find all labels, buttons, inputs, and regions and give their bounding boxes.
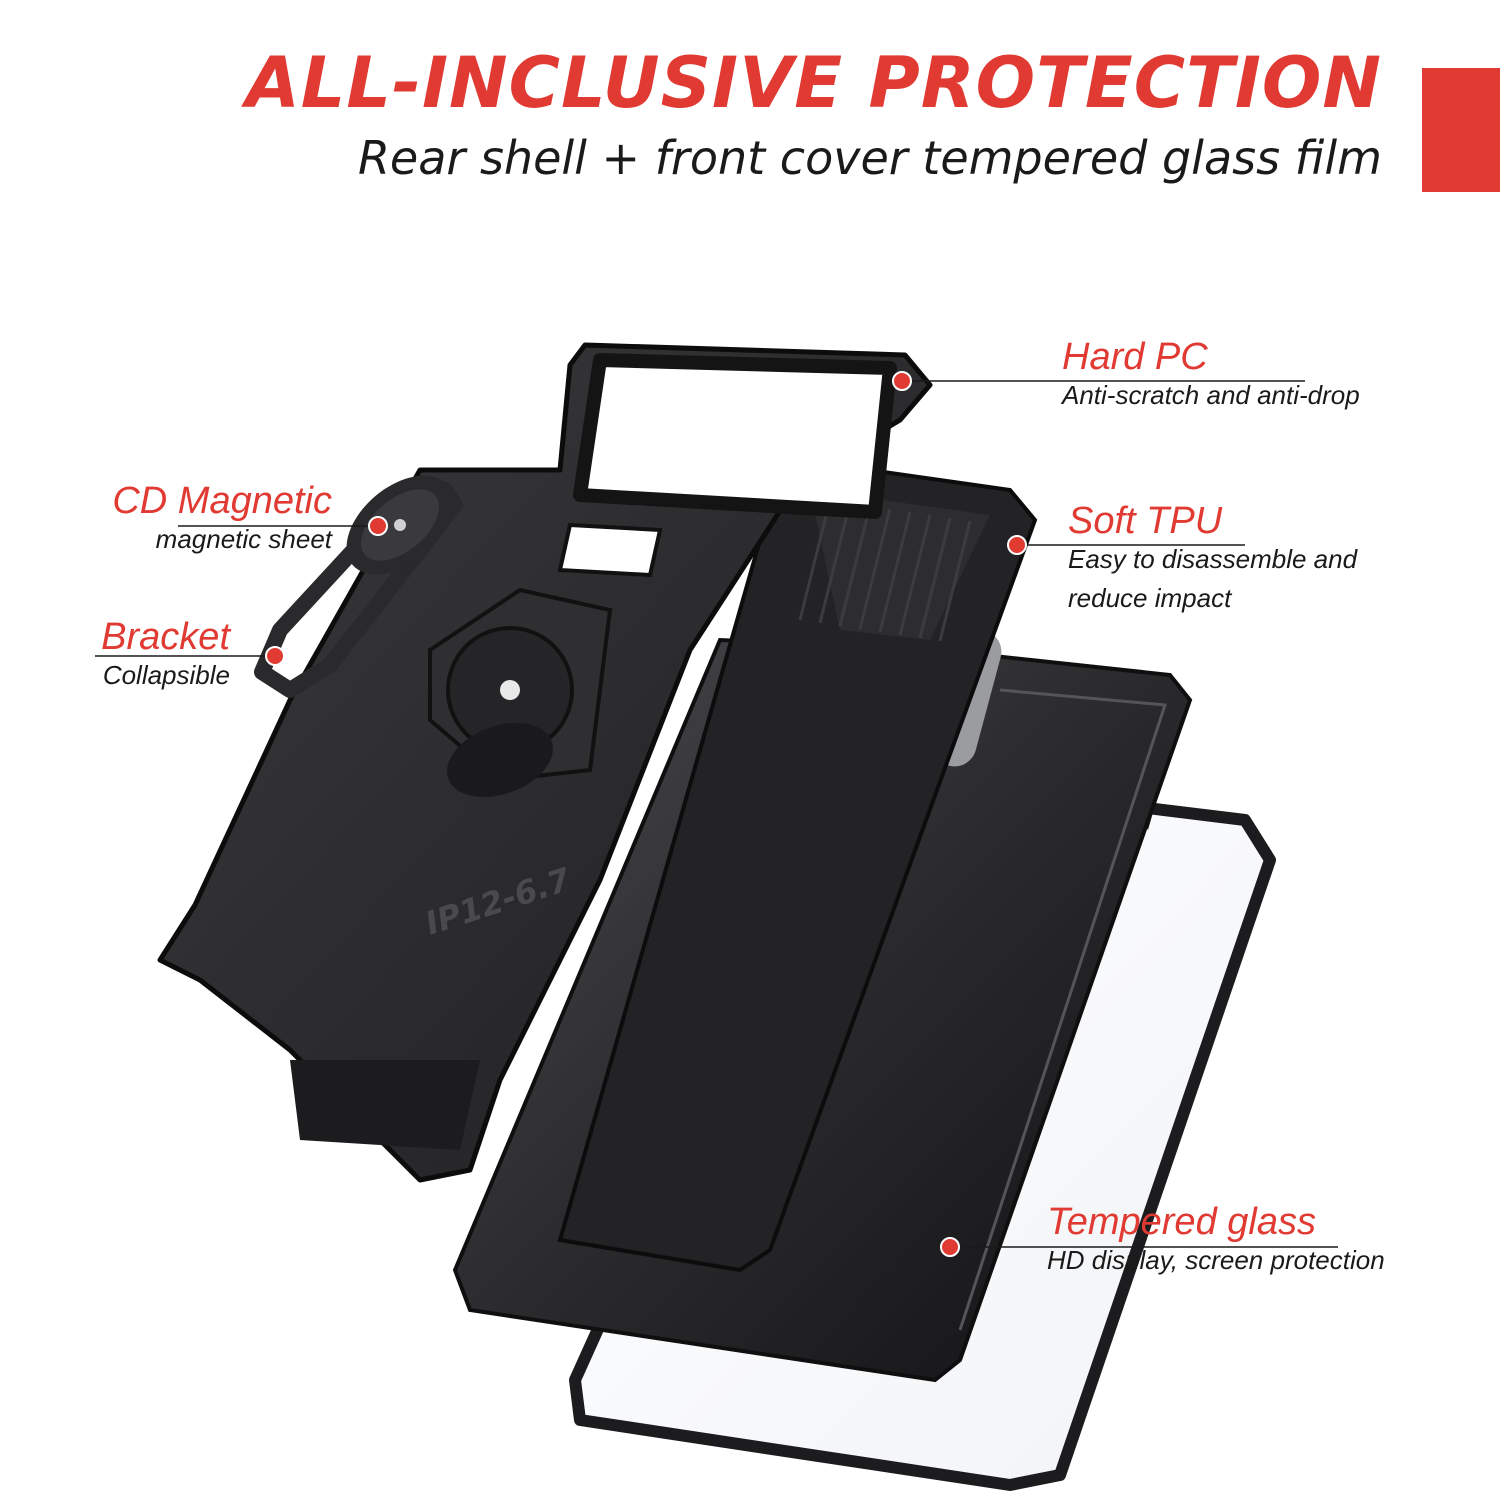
soft-tpu-frame [557, 457, 1038, 1273]
callout-desc: Anti-scratch and anti-drop [1062, 380, 1360, 410]
hard-pc-shell [157, 342, 933, 1183]
callout-title: Tempered glass [1047, 1201, 1316, 1243]
callout-title: Soft TPU [1068, 500, 1223, 542]
callout-hard-pc: Hard PC Anti-scratch and anti-drop [1062, 338, 1360, 415]
callout-desc: Easy to disassemble and [1068, 544, 1358, 574]
callout-tempered-glass: Tempered glass HD display, screen protec… [1047, 1203, 1385, 1280]
page-title: ALL-INCLUSIVE PROTECTION [245, 42, 1382, 124]
callout-title: CD Magnetic [112, 480, 332, 522]
callout-dots [265, 371, 1027, 1257]
accent-bar [1422, 68, 1500, 192]
callout-desc-line2: reduce impact [1068, 583, 1232, 613]
callout-title: Bracket [101, 616, 230, 658]
callout-desc: HD display, screen protection [1047, 1245, 1385, 1275]
callout-title: Hard PC [1062, 336, 1208, 378]
page-subtitle: Rear shell + front cover tempered glass … [357, 131, 1382, 185]
callout-desc: magnetic sheet [155, 524, 332, 554]
callout-cd-magnetic: CD Magnetic magnetic sheet [112, 482, 332, 559]
callout-soft-tpu: Soft TPU Easy to disassemble and reduce … [1068, 502, 1357, 618]
callout-bracket: Bracket Collapsible [101, 618, 230, 695]
callout-lines [95, 380, 1338, 1248]
callout-desc: Collapsible [102, 660, 230, 690]
